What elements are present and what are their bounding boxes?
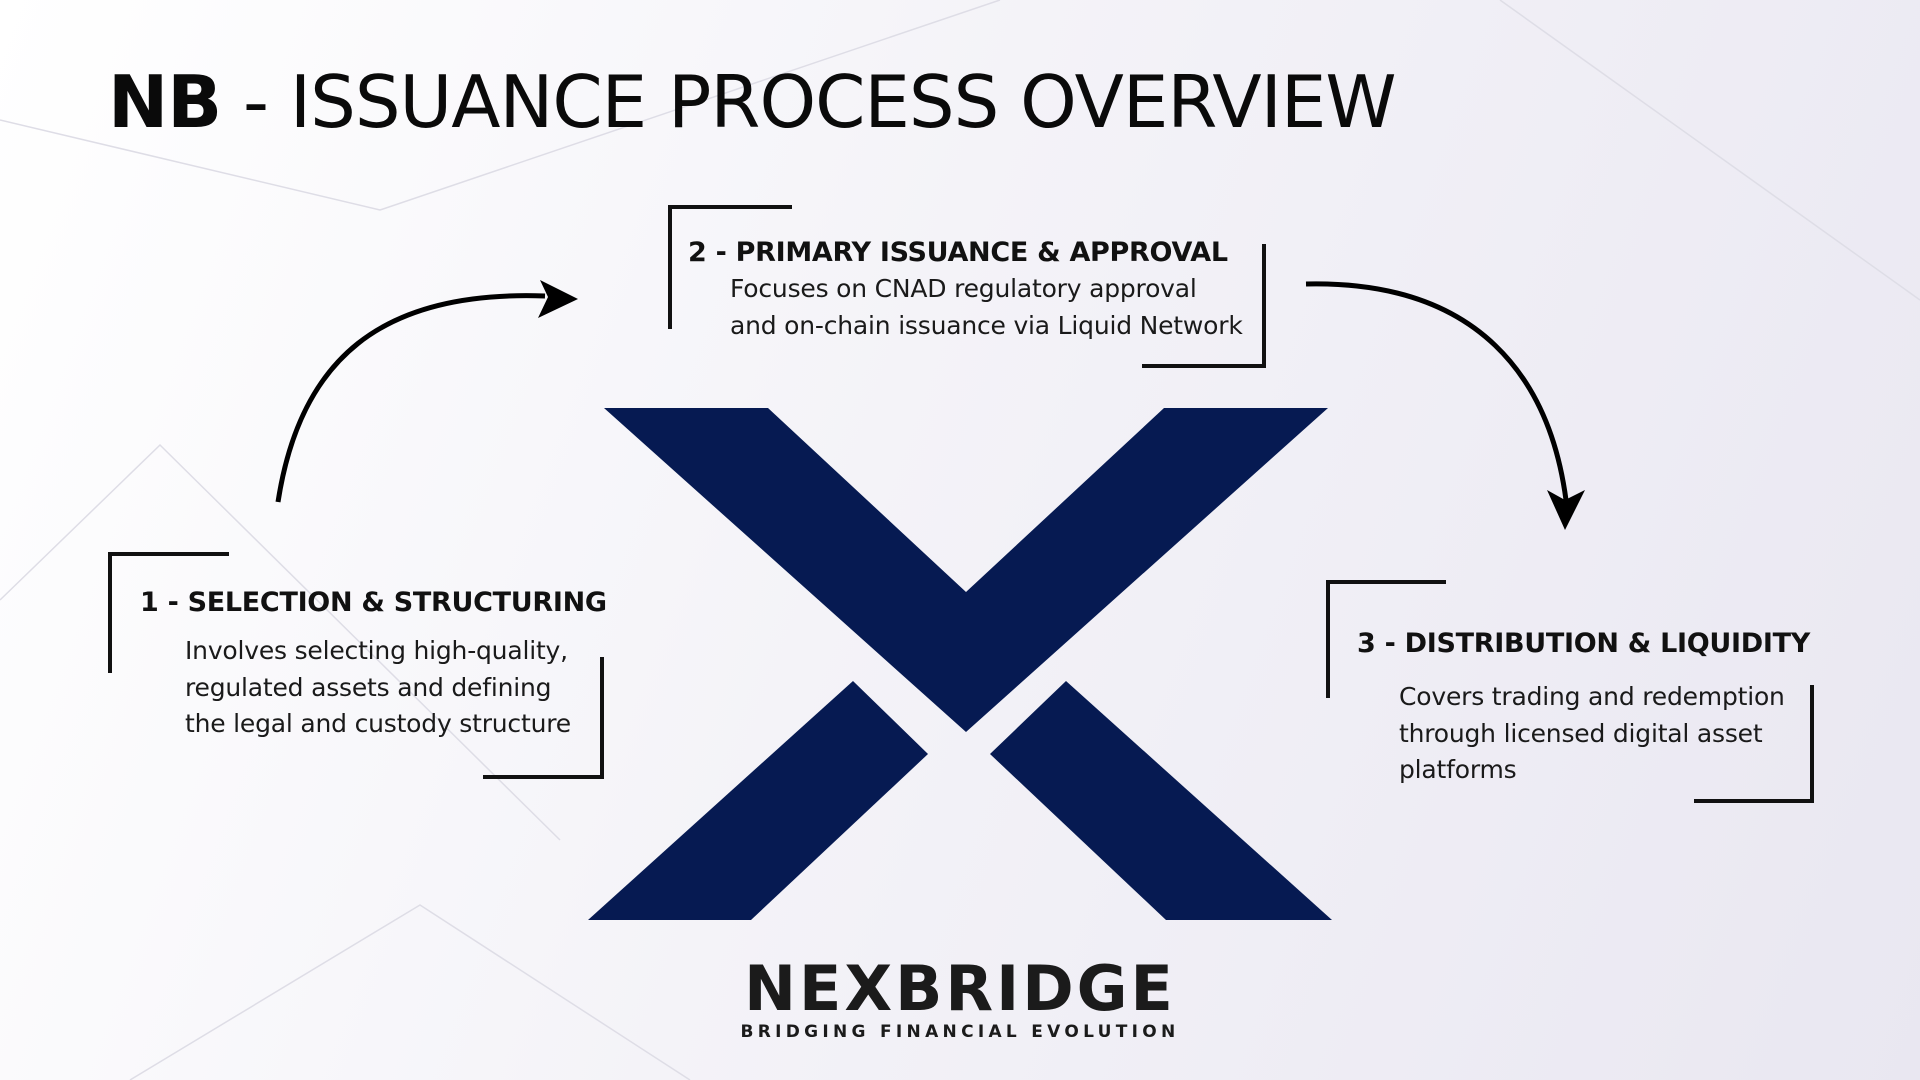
brand-logo: NEXBRIDGE BRIDGING FINANCIAL EVOLUTION: [720, 952, 1200, 1043]
step-2-title: 2 - PRIMARY ISSUANCE & APPROVAL: [688, 237, 1228, 268]
page-title: NB - ISSUANCE PROCESS OVERVIEW: [108, 60, 1397, 144]
step-1-line-2: regulated assets and defining: [185, 672, 552, 702]
step-3-bracket-bottom: [1694, 685, 1814, 803]
x-logo-lower-left: [588, 681, 928, 920]
step-1-title: 1 - SELECTION & STRUCTURING: [140, 587, 607, 618]
title-rest: - ISSUANCE PROCESS OVERVIEW: [221, 60, 1397, 144]
x-logo-icon: [588, 408, 1332, 920]
step-1-line-3: the legal and custody structure: [185, 709, 571, 738]
brand-tagline: BRIDGING FINANCIAL EVOLUTION: [740, 1022, 1180, 1042]
brand-name: NEXBRIDGE: [744, 952, 1176, 1025]
step-1-bracket-bottom: [483, 657, 604, 779]
step-2-line-2: and on-chain issuance via Liquid Network: [730, 310, 1243, 340]
step-2-description: Focuses on CNAD regulatory approval and …: [730, 271, 1243, 344]
title-bold: NB: [108, 60, 222, 144]
step-1-description: Involves selecting high-quality, regulat…: [185, 633, 571, 743]
step-3-line-2: through licensed digital asset: [1399, 718, 1763, 748]
step-2-bracket-top: [668, 205, 792, 329]
step-3-bracket-top: [1326, 580, 1446, 698]
step-3-line-3: platforms: [1399, 755, 1517, 784]
step-3-title: 3 - DISTRIBUTION & LIQUIDITY: [1357, 628, 1811, 659]
x-logo-lower-right: [990, 681, 1332, 920]
step-3-description: Covers trading and redemption through li…: [1399, 679, 1785, 789]
step-1-bracket-top: [108, 552, 229, 673]
step-3-line-1: Covers trading and redemption: [1399, 682, 1785, 711]
step-2-bracket-bottom: [1142, 244, 1266, 368]
step-2-line-1: Focuses on CNAD regulatory approval: [730, 274, 1197, 303]
x-logo-upper-v: [604, 408, 1328, 732]
step-1-line-1: Involves selecting high-quality,: [185, 636, 568, 665]
